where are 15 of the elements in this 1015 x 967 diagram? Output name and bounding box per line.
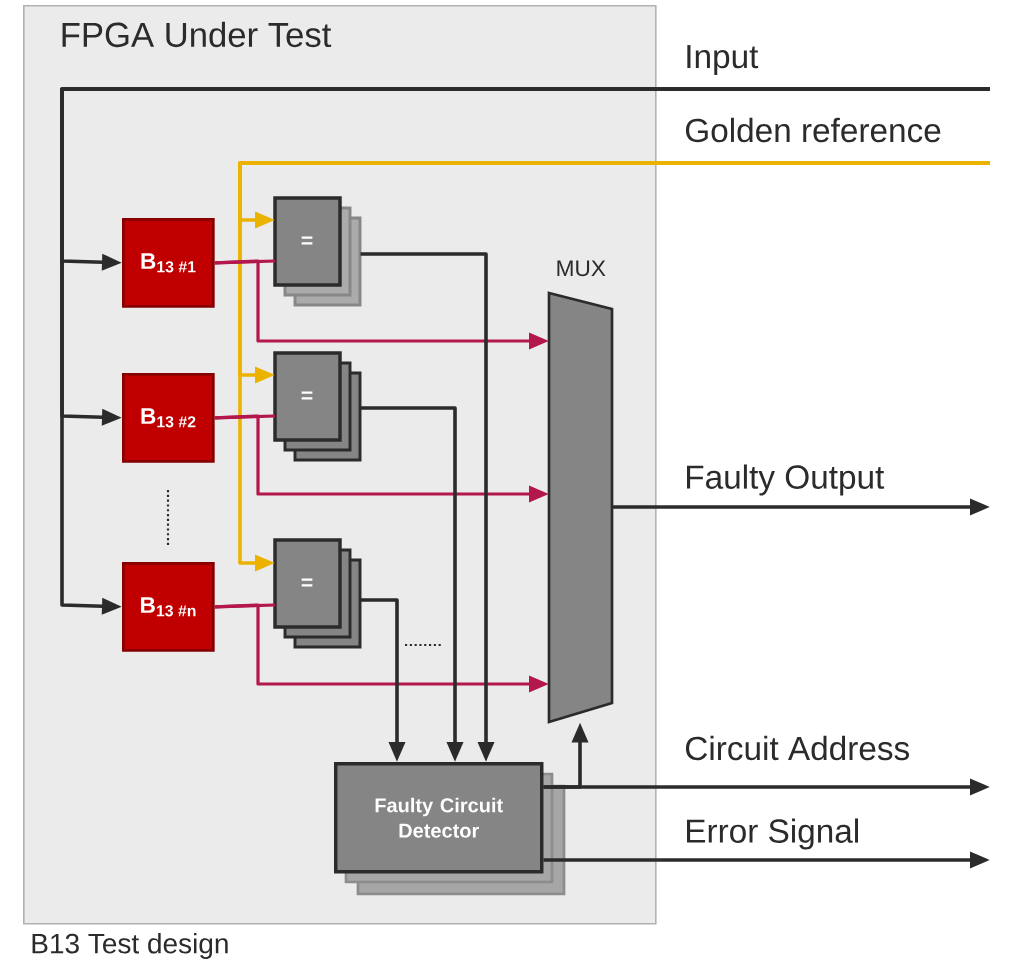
node-label: MUX bbox=[557, 260, 606, 277]
comparator-stack: = bbox=[273, 351, 362, 462]
multiplexer: MUX bbox=[547, 260, 614, 724]
signal-label: Error Signal bbox=[687, 818, 858, 850]
signal-label: Circuit Address bbox=[685, 735, 909, 761]
comparator-stack: = bbox=[273, 538, 362, 649]
circuit-block: B$_{13 #1}$ bbox=[122, 218, 215, 308]
signal-label: Faulty Output bbox=[687, 464, 885, 496]
signal-label: Input bbox=[687, 45, 759, 75]
comparator-stack: = bbox=[273, 196, 362, 307]
circuit-block: B$_{13 #n}$ bbox=[122, 562, 215, 652]
caption: B13 Test design bbox=[32, 932, 228, 960]
circuit-block: B$_{13 #2}$ bbox=[122, 373, 215, 463]
detector-stack: Faulty Circuit Detector bbox=[334, 762, 566, 896]
signal-label: Golden reference bbox=[685, 117, 941, 143]
